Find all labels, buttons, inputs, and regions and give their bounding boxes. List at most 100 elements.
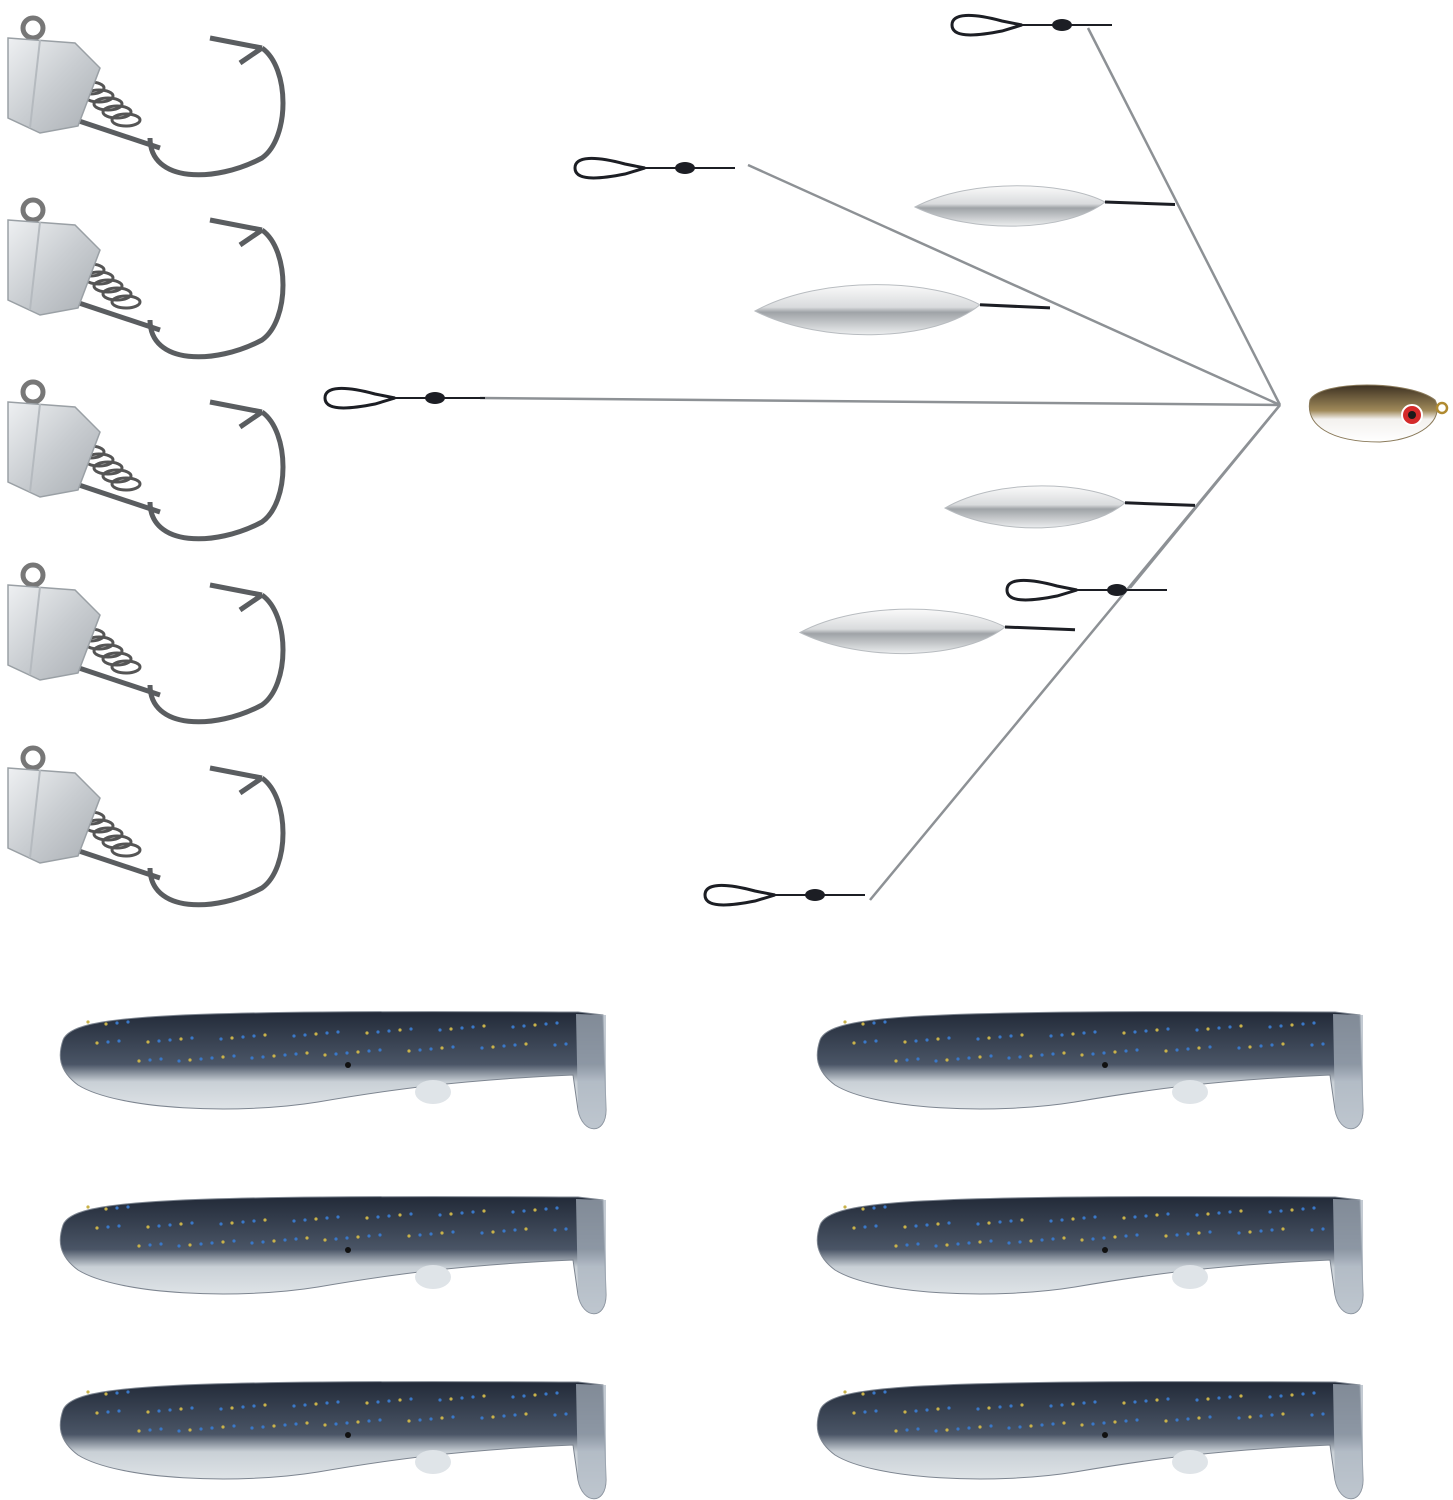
flake [989, 1054, 993, 1058]
head-ridge [29, 39, 41, 129]
flake [314, 1217, 318, 1221]
flake [936, 1407, 940, 1411]
flake [1268, 1395, 1272, 1399]
flake [146, 1410, 150, 1414]
flake [137, 1429, 141, 1433]
flake [511, 1025, 515, 1029]
flake [1166, 1212, 1170, 1216]
flake [303, 1403, 307, 1407]
flake [1020, 1218, 1024, 1222]
flake [438, 1398, 442, 1402]
flake [1164, 1419, 1168, 1423]
flake [323, 1423, 327, 1427]
flake [1102, 1051, 1106, 1055]
flake [1270, 1228, 1274, 1232]
flake [137, 1059, 141, 1063]
screw-coil [92, 826, 124, 842]
flake [1009, 1404, 1013, 1408]
flake [1082, 1031, 1086, 1035]
flake [522, 1024, 526, 1028]
belly-fin [1172, 1080, 1208, 1104]
flake [1124, 1419, 1128, 1423]
flake [894, 1429, 898, 1433]
flake [1281, 1042, 1285, 1046]
flake [480, 1231, 484, 1235]
snap-swivel [950, 14, 1112, 37]
flake [976, 1407, 980, 1411]
flake [1018, 1055, 1022, 1059]
flake [177, 1059, 181, 1063]
flake [1268, 1025, 1272, 1029]
snap [573, 157, 646, 180]
flake [861, 1207, 865, 1211]
flake [263, 1403, 267, 1407]
jig-head [7, 197, 286, 360]
flake [936, 1037, 940, 1041]
flake [345, 1236, 349, 1240]
flake [947, 1036, 951, 1040]
flake [1228, 1025, 1232, 1029]
line-tie-eye [20, 197, 46, 223]
flake [1135, 1233, 1139, 1237]
flake [1281, 1412, 1285, 1416]
line-tie-eye [20, 745, 46, 771]
flake [398, 1213, 402, 1217]
flake [1049, 1404, 1053, 1408]
flake [1144, 1029, 1148, 1033]
flake [1279, 1024, 1283, 1028]
flake [305, 1051, 309, 1055]
flake [272, 1054, 276, 1058]
snap [1005, 579, 1078, 602]
flake [1060, 1218, 1064, 1222]
flake [219, 1222, 223, 1226]
flake [429, 1232, 433, 1236]
flake [294, 1237, 298, 1241]
flake [250, 1056, 254, 1060]
flake [976, 1037, 980, 1041]
flake [1144, 1214, 1148, 1218]
flake [460, 1211, 464, 1215]
flake [1113, 1235, 1117, 1239]
flake [524, 1227, 528, 1231]
flake [1018, 1425, 1022, 1429]
flake [1321, 1227, 1325, 1231]
flake [1029, 1424, 1033, 1428]
flake [905, 1428, 909, 1432]
flake [283, 1238, 287, 1242]
flake [533, 1208, 537, 1212]
flake [1040, 1053, 1044, 1057]
flake [460, 1026, 464, 1030]
flake [449, 1027, 453, 1031]
flake [1248, 1230, 1252, 1234]
flake [188, 1243, 192, 1247]
hook-shank [69, 297, 161, 333]
flake [1040, 1423, 1044, 1427]
flake [978, 1425, 982, 1429]
flake [1122, 1216, 1126, 1220]
hook-shank [69, 662, 161, 698]
flake [1102, 1236, 1106, 1240]
flake [998, 1405, 1002, 1409]
flake [956, 1057, 960, 1061]
flake [1279, 1209, 1283, 1213]
flake [1135, 1418, 1139, 1422]
flake [1091, 1422, 1095, 1426]
flake [1321, 1042, 1325, 1046]
flake [471, 1395, 475, 1399]
flake [544, 1392, 548, 1396]
flake [1093, 1215, 1097, 1219]
screw-coil [101, 468, 133, 484]
flake [1197, 1416, 1201, 1420]
flake [418, 1418, 422, 1422]
flake [190, 1406, 194, 1410]
flake [914, 1224, 918, 1228]
screw-coil [92, 643, 124, 659]
hook-shank [69, 115, 161, 151]
flake [219, 1037, 223, 1041]
flake [104, 1022, 108, 1026]
belly-fin [1172, 1265, 1208, 1289]
blade-swivel [1004, 625, 1076, 632]
flake [86, 1390, 90, 1394]
line-tie-eye [20, 562, 46, 588]
flake [1051, 1422, 1055, 1426]
